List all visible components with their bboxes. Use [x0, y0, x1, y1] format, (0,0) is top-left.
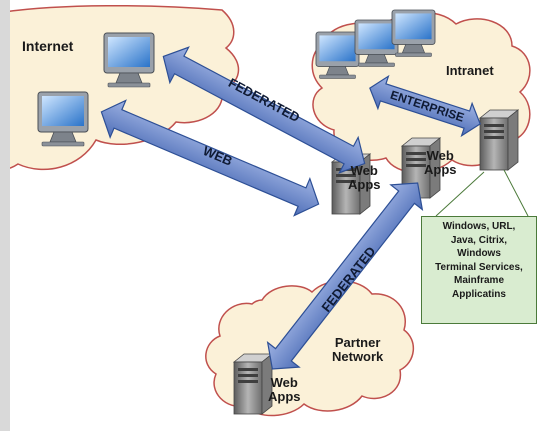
- internet-label: Internet: [22, 38, 74, 54]
- enterprise-arrow: [369, 74, 481, 138]
- web-apps-partner-line2: Apps: [268, 389, 301, 404]
- web-apps-1-line1: Web: [350, 163, 378, 178]
- enterprise-apps-box: Windows, URL, Java, Citrix, Windows Term…: [421, 216, 537, 324]
- server-enterprise: [479, 109, 519, 171]
- web-arrow: [100, 99, 320, 217]
- info-connector-left: [435, 171, 485, 217]
- web-apps-2-line1: Web: [426, 148, 454, 163]
- partner-label-line2: Network: [332, 349, 384, 364]
- web-apps-2-line2: Apps: [424, 162, 457, 177]
- info-connector-right: [503, 169, 529, 217]
- federated-partner-arrow: [266, 182, 424, 370]
- info-line-1: Windows, URL,: [442, 221, 516, 232]
- info-line-2: Java, Citrix,: [450, 234, 508, 246]
- web-apps-1-line2: Apps: [348, 177, 381, 192]
- web-apps-label-partner: Web Apps: [268, 376, 301, 404]
- partner-network-label: Partner Network: [332, 336, 383, 364]
- server-web-apps-partner: [233, 353, 273, 415]
- web-apps-label-2: Web Apps: [424, 149, 457, 177]
- left-edge: [0, 0, 10, 431]
- info-line-3: Windows: [457, 248, 501, 259]
- federated-top-arrow: [162, 46, 366, 174]
- info-line-4: Terminal Services,: [435, 261, 523, 273]
- web-apps-partner-line1: Web: [270, 375, 298, 390]
- intranet-label: Intranet: [446, 63, 494, 78]
- info-line-6: Applicatins: [452, 288, 506, 300]
- web-apps-label-1: Web Apps: [348, 164, 381, 192]
- info-line-5: Mainframe: [453, 275, 504, 286]
- partner-label-line1: Partner: [334, 335, 381, 350]
